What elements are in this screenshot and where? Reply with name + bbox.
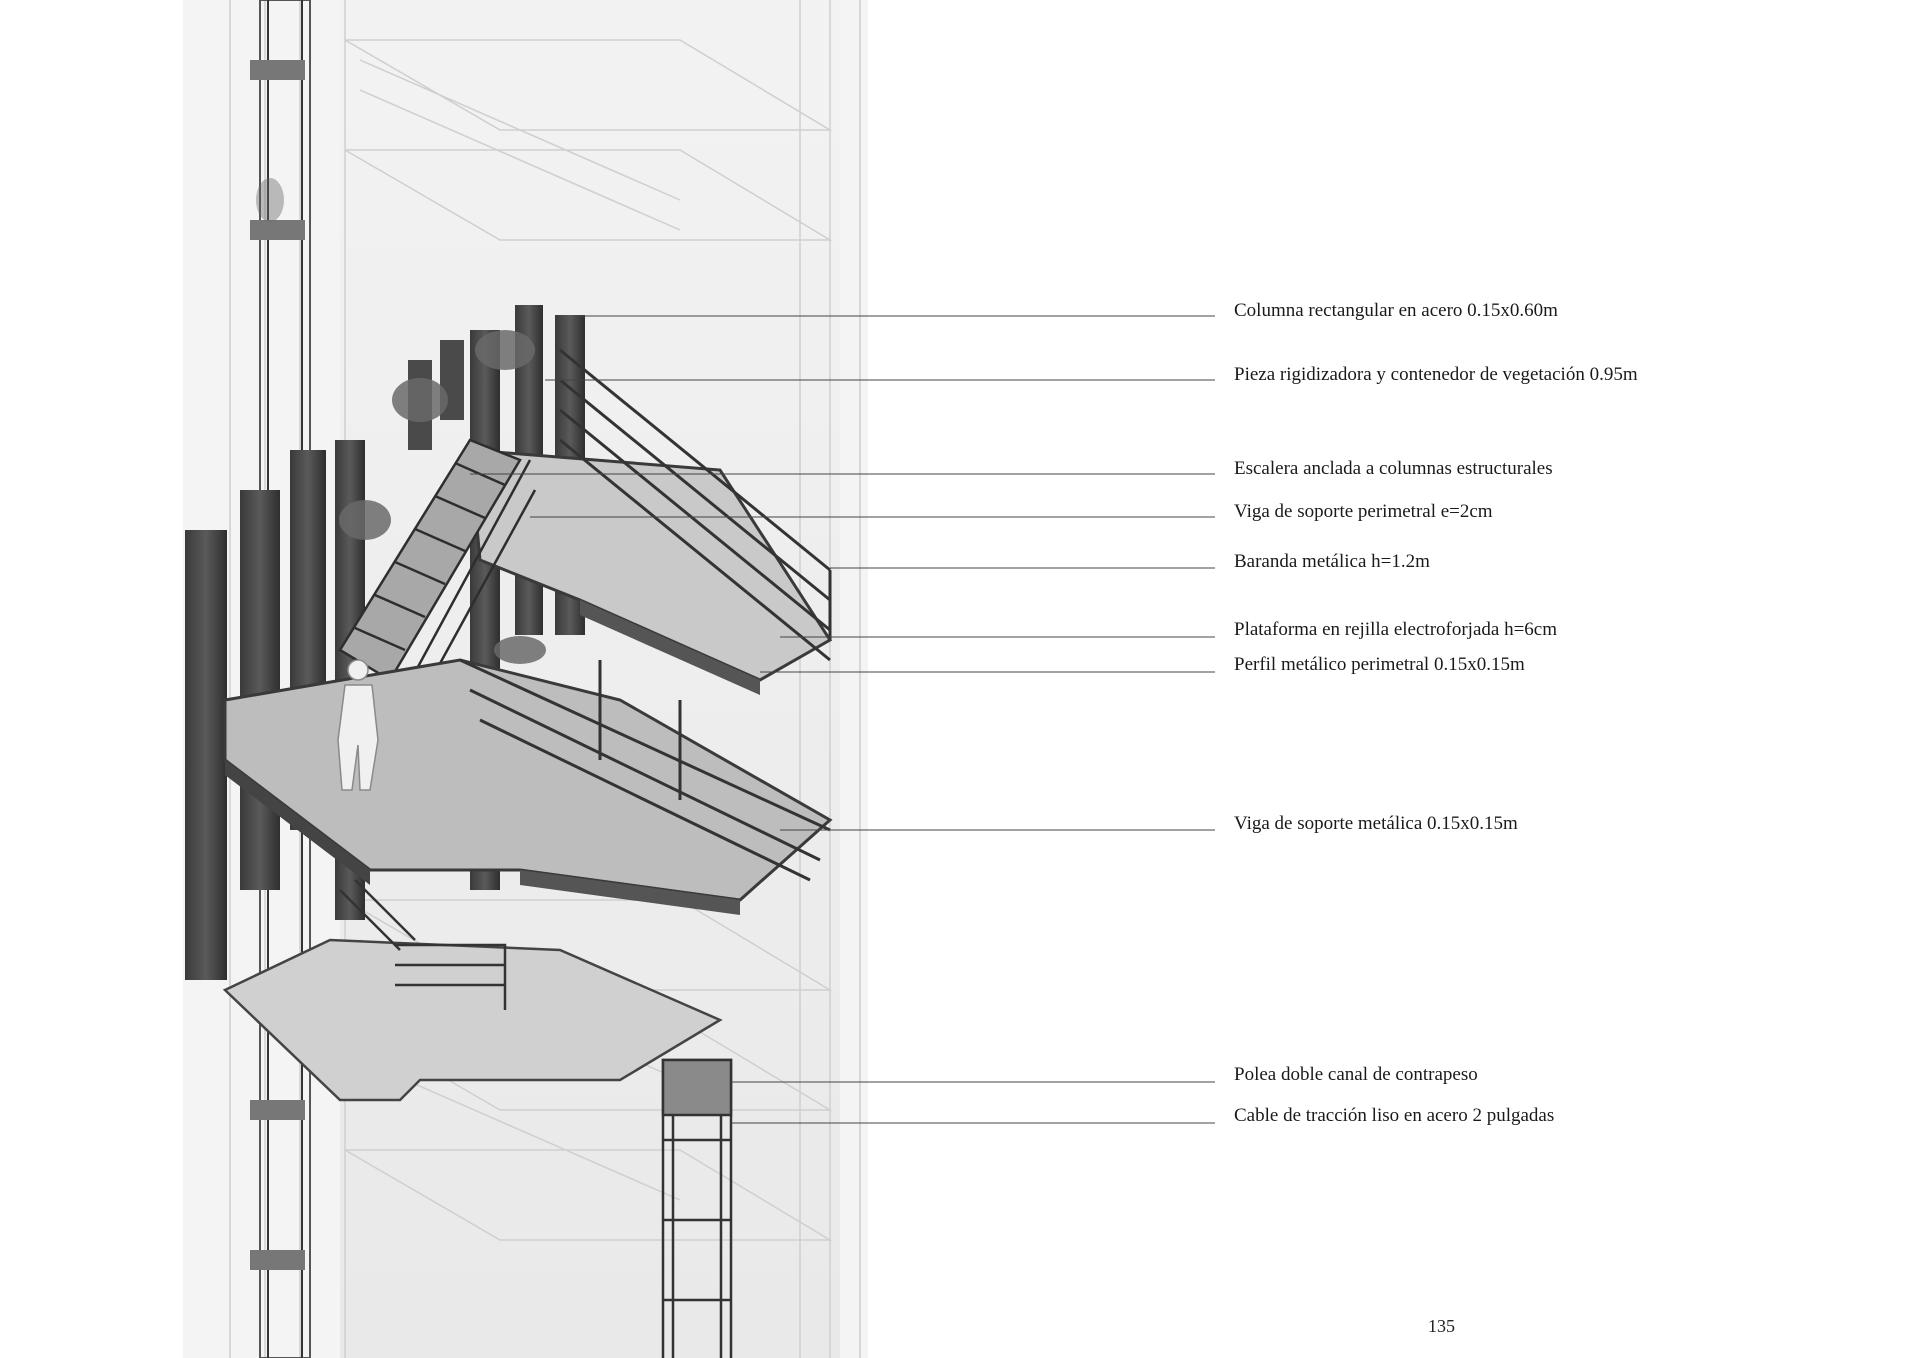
annotation-label: Escalera anclada a columnas estructurale… bbox=[1234, 458, 1553, 479]
counterweight-frame bbox=[661, 1058, 733, 1358]
lower-platform bbox=[222, 879, 723, 1102]
annotation-label: Baranda metálica h=1.2m bbox=[1234, 551, 1430, 572]
annotation-label: Cable de tracción liso en acero 2 pulgad… bbox=[1234, 1105, 1555, 1126]
isometric-structure-illustration bbox=[183, 0, 868, 1358]
annotation-label: Viga de soporte metálica 0.15x0.15m bbox=[1234, 813, 1518, 834]
annotation-label: Plataforma en rejilla electroforjada h=6… bbox=[1234, 619, 1558, 640]
annotation-label: Columna rectangular en acero 0.15x0.60m bbox=[1234, 300, 1558, 321]
annotation-label: Perfil metálico perimetral 0.15x0.15m bbox=[1234, 654, 1525, 675]
upper-platform bbox=[468, 348, 833, 695]
human-figure bbox=[337, 659, 379, 791]
annotation-label: Polea doble canal de contrapeso bbox=[1234, 1064, 1478, 1085]
vegetation bbox=[256, 178, 546, 664]
annotation-label: Viga de soporte perimetral e=2cm bbox=[1234, 501, 1493, 522]
page-number: 135 bbox=[1428, 1316, 1455, 1336]
annotation-label: Pieza rigidizadora y contenedor de veget… bbox=[1234, 364, 1638, 385]
